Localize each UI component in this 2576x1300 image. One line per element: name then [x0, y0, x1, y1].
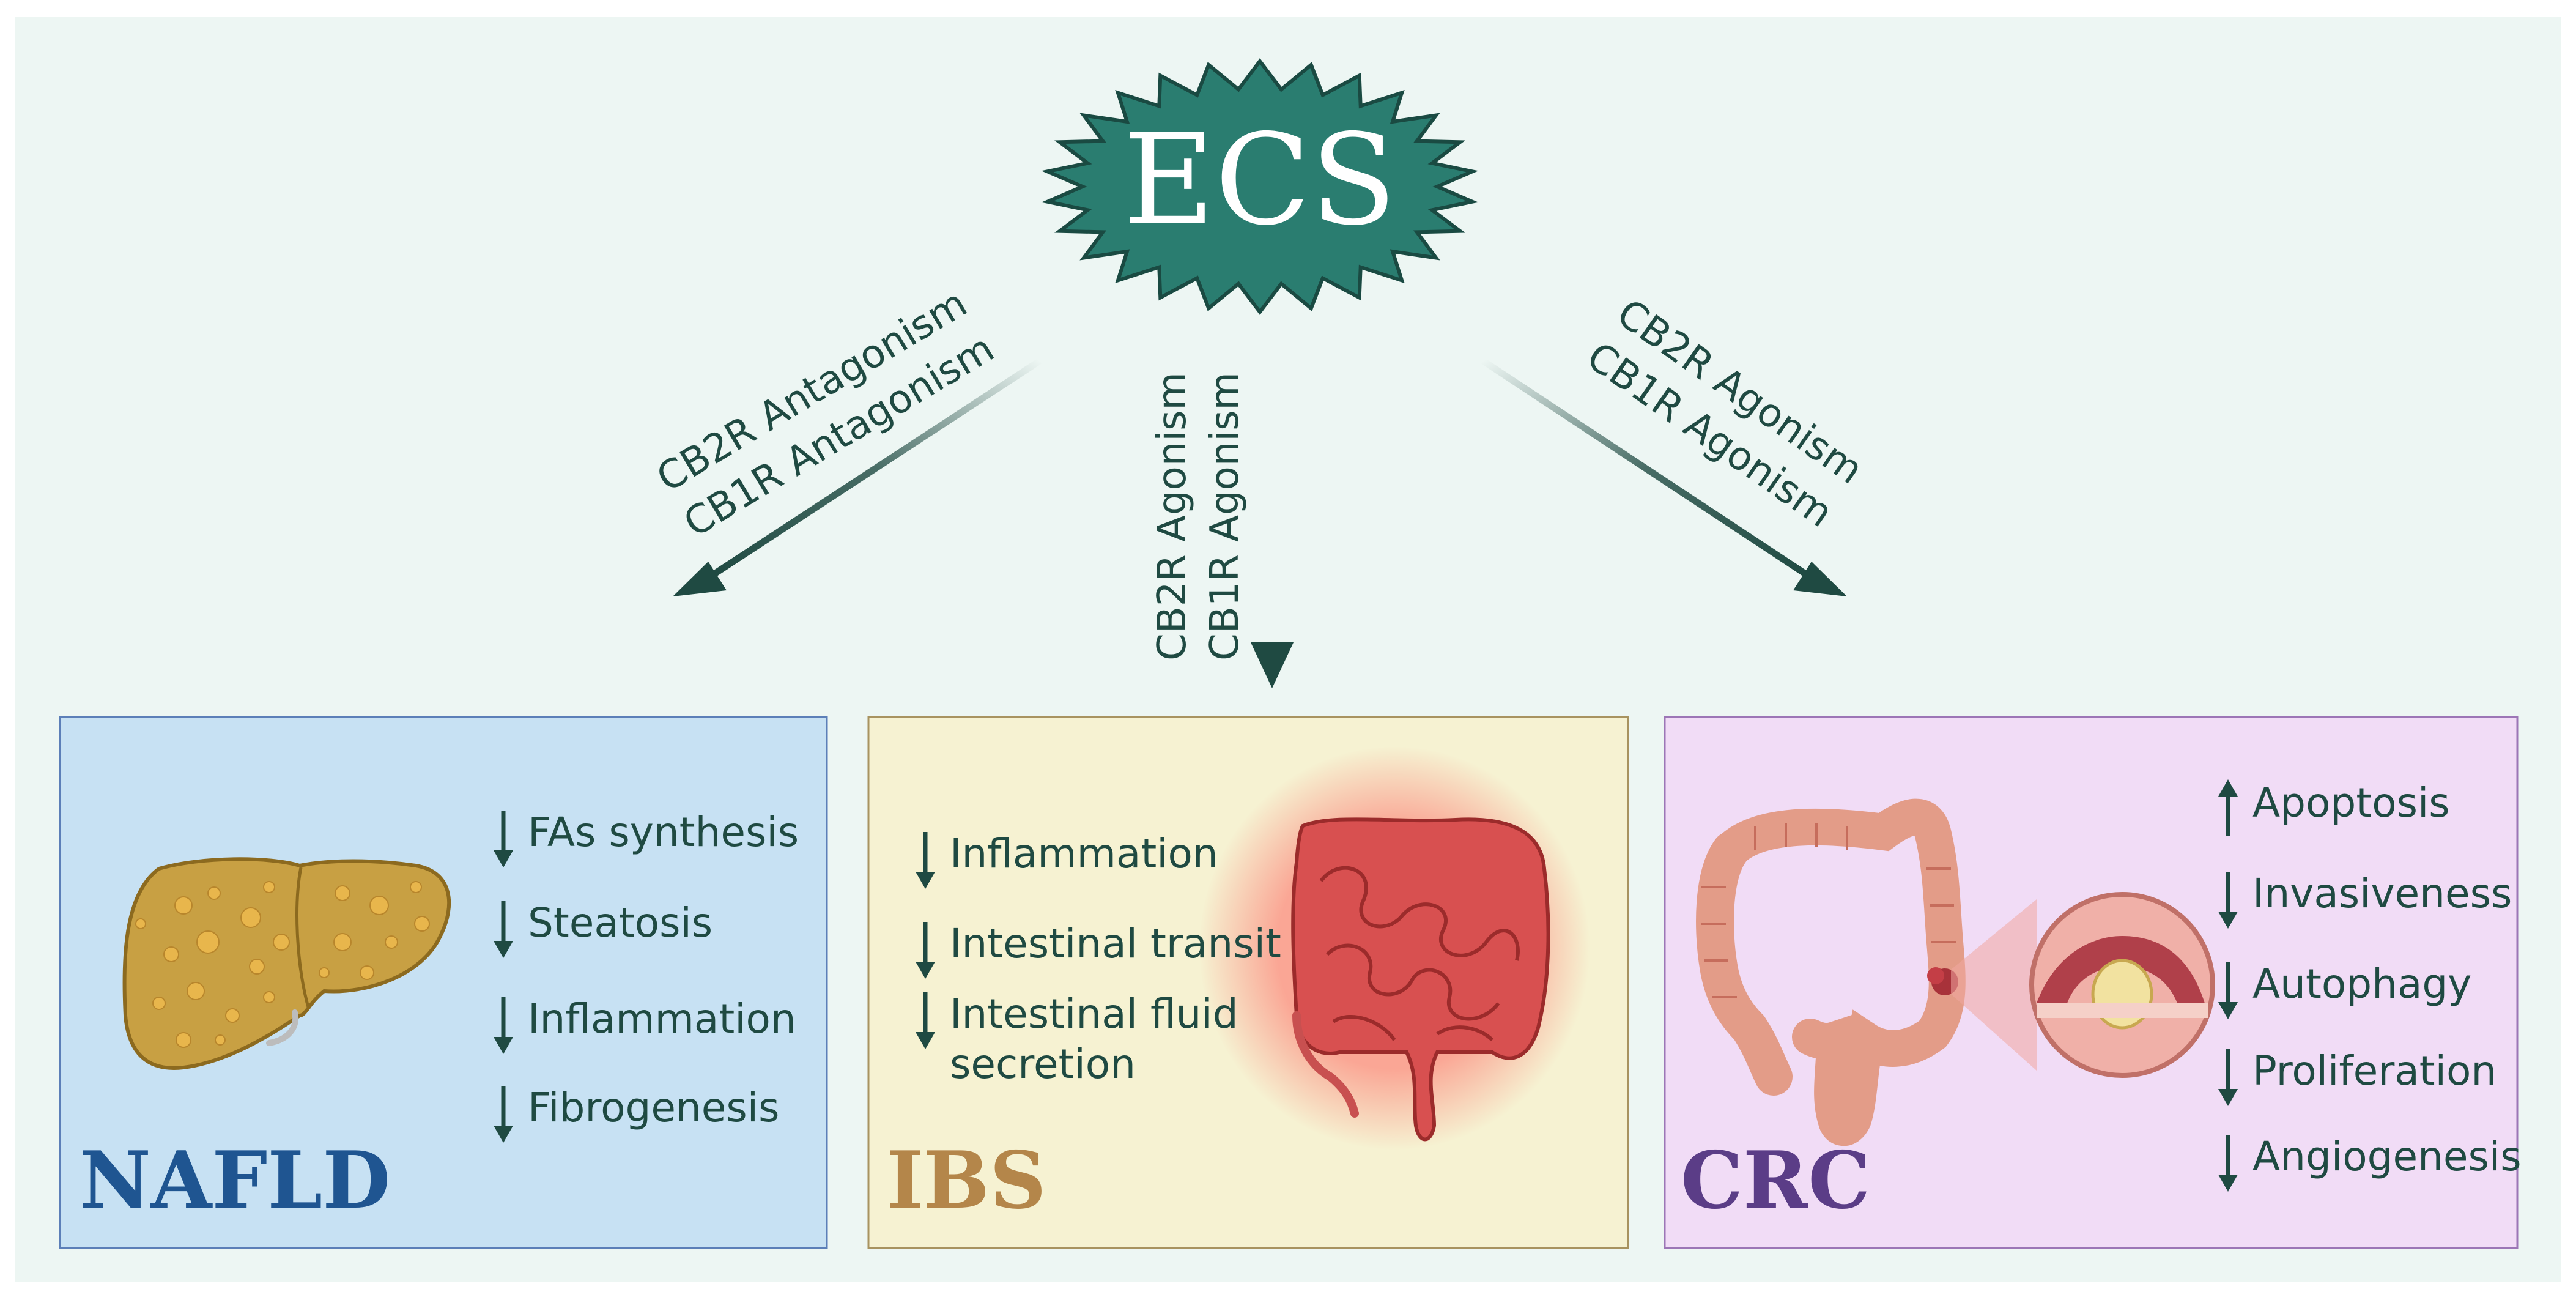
ibs-item-text: Intestinal fluid secretion [950, 989, 1238, 1090]
crc-item: Invasiveness [2211, 869, 2512, 930]
crc-item: Angiogenesis [2211, 1132, 2522, 1193]
crc-title: CRC [1681, 1135, 1871, 1227]
down-arrow-icon [2218, 872, 2238, 929]
nafld-item-text: FAs synthesis [528, 809, 799, 856]
crc-item: Apoptosis [2211, 778, 2450, 839]
arrow-middle-line2: CB1R Agonism [1202, 372, 1248, 661]
down-arrow-icon [916, 992, 935, 1049]
ibs-item-line2: secretion [950, 1041, 1136, 1088]
nafld-item: Steatosis [486, 898, 712, 959]
down-arrow-icon [916, 922, 935, 979]
arrow-right [1479, 357, 1847, 596]
crc-item-text: Proliferation [2252, 1047, 2497, 1094]
crc-item: Proliferation [2211, 1046, 2496, 1107]
nafld-item-text: Fibrogenesis [528, 1084, 780, 1131]
ibs-item-line1: Intestinal fluid [950, 990, 1238, 1038]
colon-illustration-crc [1696, 798, 2215, 1146]
ibs-item: Intestinal transit [908, 919, 1281, 980]
nafld-title: NAFLD [80, 1135, 391, 1227]
arrow-middle-line1: CB2R Agonism [1150, 372, 1195, 661]
down-arrow-icon [2218, 962, 2238, 1019]
arrow-middle [1251, 382, 1294, 688]
ibs-title: IBS [887, 1135, 1046, 1227]
nafld-item-text: Steatosis [528, 899, 713, 946]
liver-illustration [122, 857, 451, 1070]
down-arrow-icon [494, 901, 513, 958]
down-arrow-icon [494, 997, 513, 1054]
nafld-item-text: Inflammation [528, 995, 796, 1042]
ecs-starburst [1041, 58, 1479, 315]
ibs-item-text: Intestinal transit [950, 920, 1281, 967]
down-arrow-icon [494, 1086, 513, 1143]
crc-item-text: Autophagy [2252, 960, 2472, 1008]
nafld-item: Inflammation [486, 994, 796, 1055]
down-arrow-icon [494, 811, 513, 867]
crc-item: Autophagy [2211, 959, 2471, 1020]
crc-item-text: Invasiveness [2252, 870, 2512, 917]
ecs-label: ECS [1123, 108, 1397, 253]
down-arrow-icon [2218, 1135, 2238, 1192]
crc-item-text: Angiogenesis [2252, 1133, 2522, 1180]
arrow-label-middle: CB2R Agonism CB1R Agonism [1146, 339, 1251, 694]
intestine-illustration-ibs [1199, 746, 1590, 1150]
up-arrow-icon [2218, 779, 2238, 836]
arrow-left [673, 357, 1043, 596]
down-arrow-icon [2218, 1049, 2238, 1106]
down-arrow-icon [916, 832, 935, 889]
ibs-item: Intestinal fluid secretion [908, 989, 1238, 1090]
ibs-item-text: Inflammation [950, 830, 1218, 877]
nafld-item: Fibrogenesis [486, 1083, 780, 1144]
nafld-item: FAs synthesis [486, 808, 799, 869]
ibs-item: Inflammation [908, 829, 1218, 890]
crc-item-text: Apoptosis [2252, 779, 2450, 826]
